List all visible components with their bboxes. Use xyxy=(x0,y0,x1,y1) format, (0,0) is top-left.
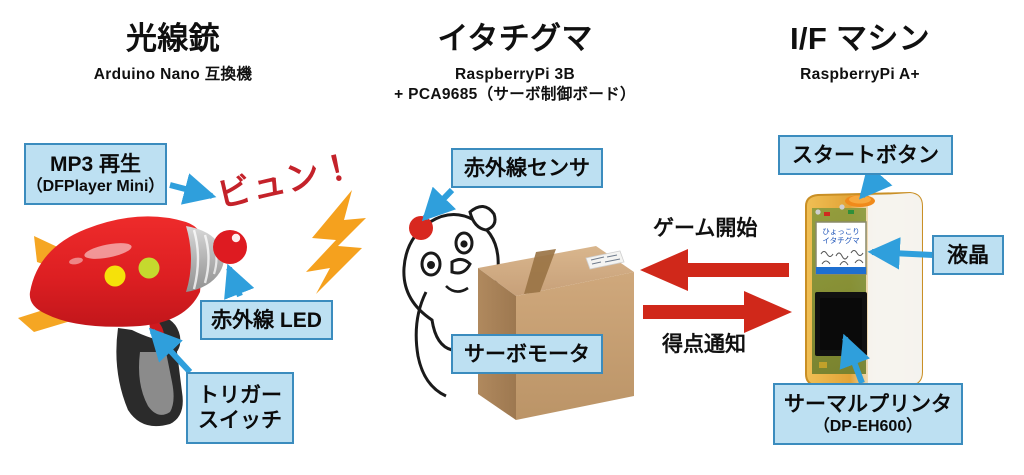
device-screw-mid xyxy=(839,204,845,210)
label-box-start-button[interactable]: スタートボタン xyxy=(778,135,953,175)
label-mp3-line2: （DFPlayer Mini） xyxy=(26,178,165,195)
box-tape-top xyxy=(524,249,556,294)
label-servo-line1: サーボモータ xyxy=(464,342,590,366)
lcd-text-line2: イタチグマ xyxy=(822,235,859,245)
bear-arm xyxy=(414,291,447,398)
column-heading: I/F マシン xyxy=(789,21,930,56)
column-title-ray-gun: 光線銃 Arduino Nano 互換機 xyxy=(28,20,318,85)
itachiguma-illustration xyxy=(402,205,634,420)
lcd-text-line1: ひょっこり xyxy=(822,227,860,236)
lcd-doodles xyxy=(820,250,864,266)
device-led-green xyxy=(848,210,854,214)
bear-pupil-right xyxy=(460,240,468,248)
gun-highlight-small xyxy=(69,257,83,265)
device-led-red xyxy=(824,212,830,216)
label-box-trigger[interactable]: トリガー スイッチ xyxy=(186,372,294,444)
label-trigger-line1: トリガー xyxy=(198,384,282,407)
device-screw-left xyxy=(815,209,821,215)
infrared-sensor-dot xyxy=(409,216,433,240)
label-lcd-line1: 液晶 xyxy=(947,243,989,267)
label-printer-line2: （DP-EH600） xyxy=(813,418,923,435)
lightning-bolt-icon xyxy=(306,190,366,294)
column-subheading: RaspberryPi A+ xyxy=(800,66,920,83)
gun-muzzle-glint xyxy=(231,233,241,243)
label-ir-led-line1: 赤外線 LED xyxy=(211,308,322,332)
box-label-lines xyxy=(590,254,621,265)
gun-barrel-rib-2 xyxy=(203,234,210,284)
column-subheading: RaspberryPi 3B xyxy=(455,66,575,83)
label-box-mp3[interactable]: MP3 再生 （DFPlayer Mini） xyxy=(24,143,167,205)
label-mp3-line1: MP3 再生 xyxy=(49,153,141,176)
device-connector xyxy=(819,362,827,368)
label-box-printer[interactable]: サーマルプリンタ （DP-EH600） xyxy=(773,383,963,445)
gun-highlight xyxy=(84,243,132,259)
bear-ear xyxy=(468,205,497,232)
bear-pupil-left xyxy=(427,261,435,269)
flow-arrow-score-notify xyxy=(643,291,792,333)
label-box-ir-sensor[interactable]: 赤外線センサ xyxy=(451,148,603,188)
flow-arrow-game-start xyxy=(640,249,789,291)
column-subheading: Arduino Nano 互換機 xyxy=(93,66,253,83)
column-title-if-machine: I/F マシン RaspberryPi A+ xyxy=(715,20,1005,85)
bear-mouth xyxy=(445,285,469,293)
label-printer-line1: サーマルプリンタ xyxy=(784,393,952,416)
column-title-itachiguma: イタチグマ RaspberryPi 3B + PCA9685（サーボ制御ボード） xyxy=(370,20,660,105)
column-subheading-2: + PCA9685（サーボ制御ボード） xyxy=(394,86,636,103)
column-heading: 光線銃 xyxy=(126,21,220,56)
label-box-servo[interactable]: サーボモータ xyxy=(451,334,603,374)
label-ir-sensor-line1: 赤外線センサ xyxy=(464,156,590,180)
gun-barrel-rib-1 xyxy=(192,229,200,290)
gun-indicator-yellow xyxy=(104,265,126,287)
label-box-ir-led[interactable]: 赤外線 LED xyxy=(200,300,333,340)
column-heading: イタチグマ xyxy=(437,21,593,56)
label-box-lcd[interactable]: 液晶 xyxy=(932,235,1004,275)
flow-label-score-notify: 得点通知 xyxy=(662,333,746,356)
ray-gun-illustration xyxy=(18,216,247,427)
label-start-button-line1: スタートボタン xyxy=(792,143,939,167)
flow-label-game-start: ゲーム開始 xyxy=(653,217,758,240)
lcd-status-bar xyxy=(816,267,866,274)
gun-indicator-green xyxy=(138,257,160,279)
label-trigger-line2: スイッチ xyxy=(198,409,282,432)
bear-snout xyxy=(450,257,472,275)
